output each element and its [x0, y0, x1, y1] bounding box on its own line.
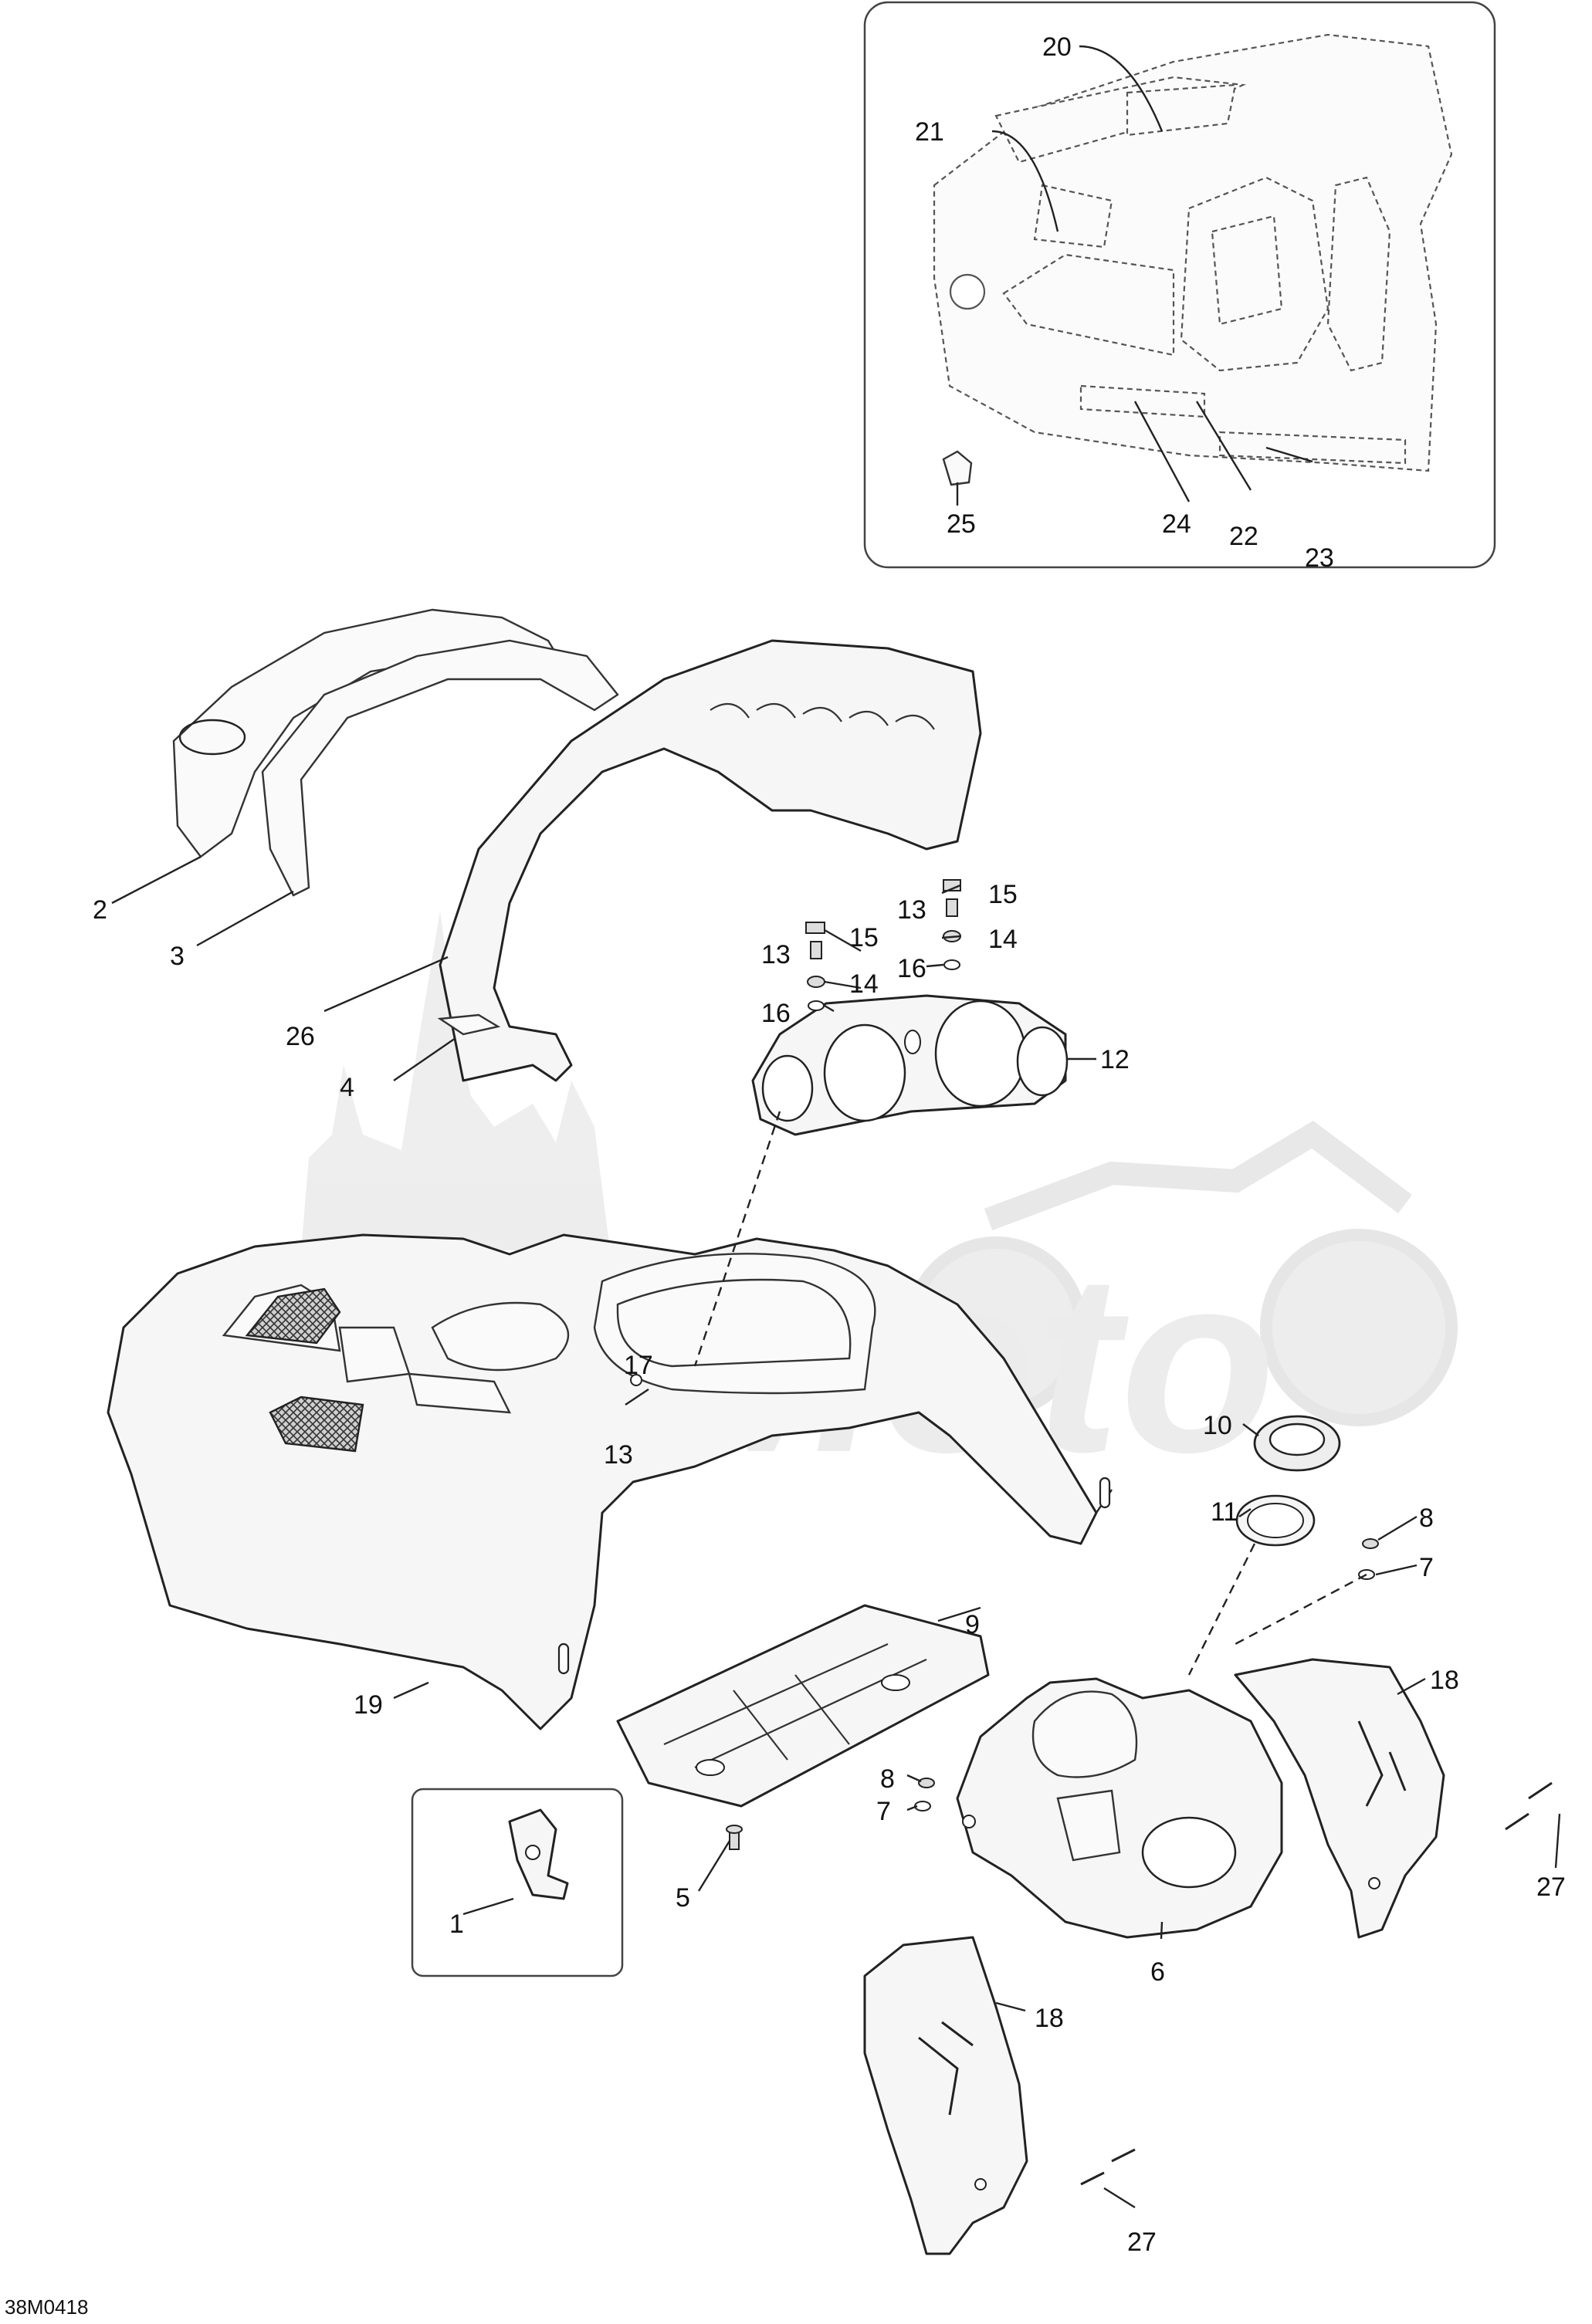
callout-21: 21: [915, 117, 944, 147]
callout-19: 19: [354, 1690, 383, 1720]
callout-13a: 13: [897, 895, 926, 925]
main-console-19: [107, 1233, 1113, 1730]
callout-12: 12: [1100, 1045, 1130, 1074]
callout-13b: 13: [761, 940, 791, 969]
callout-26: 26: [286, 1022, 315, 1051]
part-4-clip: [437, 1013, 501, 1036]
callout-8b: 8: [880, 1764, 895, 1794]
tray-9: [616, 1604, 990, 1808]
screw-5: [726, 1825, 743, 1850]
callout-15b: 15: [849, 923, 879, 952]
callout-6: 6: [1150, 1957, 1165, 1987]
center-panel-6: [956, 1677, 1283, 1939]
side-panel-18-lower: [863, 1936, 1028, 2255]
callout-5: 5: [676, 1883, 690, 1913]
callout-25: 25: [947, 509, 976, 539]
callout-22: 22: [1229, 522, 1258, 551]
callout-9: 9: [965, 1610, 980, 1639]
callout-14b: 14: [849, 969, 879, 999]
rivets-27: [1080, 1781, 1553, 2186]
rings-10-11: [1235, 1415, 1341, 1547]
side-panel-18-upper: [1234, 1658, 1445, 1939]
bracket-inset: [411, 1788, 624, 1977]
upper-deflectors: [172, 608, 982, 1082]
diagram-code: 38M0418: [5, 2295, 88, 2319]
callout-27b: 27: [1127, 2228, 1157, 2257]
callout-7b: 7: [876, 1797, 891, 1826]
callout-20: 20: [1042, 32, 1072, 62]
callout-14a: 14: [988, 925, 1018, 954]
callout-16a: 16: [897, 954, 926, 983]
callout-13c: 13: [604, 1440, 633, 1470]
callout-4: 4: [340, 1073, 354, 1102]
callout-18b: 18: [1035, 2004, 1064, 2033]
callout-27a: 27: [1536, 1872, 1566, 1902]
hood-inset: [863, 1, 1496, 569]
callout-labels: 20 21 25 24 22 23 2 3 26 4 15 13 14 16 1…: [5, 32, 1566, 2319]
callout-8a: 8: [1419, 1504, 1434, 1533]
callout-18a: 18: [1430, 1666, 1459, 1695]
hardware-stacks: [805, 879, 961, 1011]
callout-10: 10: [1203, 1411, 1232, 1440]
callout-11: 11: [1211, 1497, 1238, 1527]
callout-2: 2: [93, 895, 107, 925]
callout-16b: 16: [761, 999, 791, 1028]
gauge-support-12: [751, 994, 1069, 1136]
callout-1: 1: [449, 1910, 464, 1939]
callout-15a: 15: [988, 880, 1018, 909]
callout-3: 3: [170, 942, 185, 971]
callout-23: 23: [1305, 543, 1334, 573]
leader-lines: [111, 45, 1561, 2209]
callout-24: 24: [1162, 509, 1191, 539]
callout-17: 17: [624, 1351, 653, 1380]
callout-7a: 7: [1419, 1553, 1434, 1582]
